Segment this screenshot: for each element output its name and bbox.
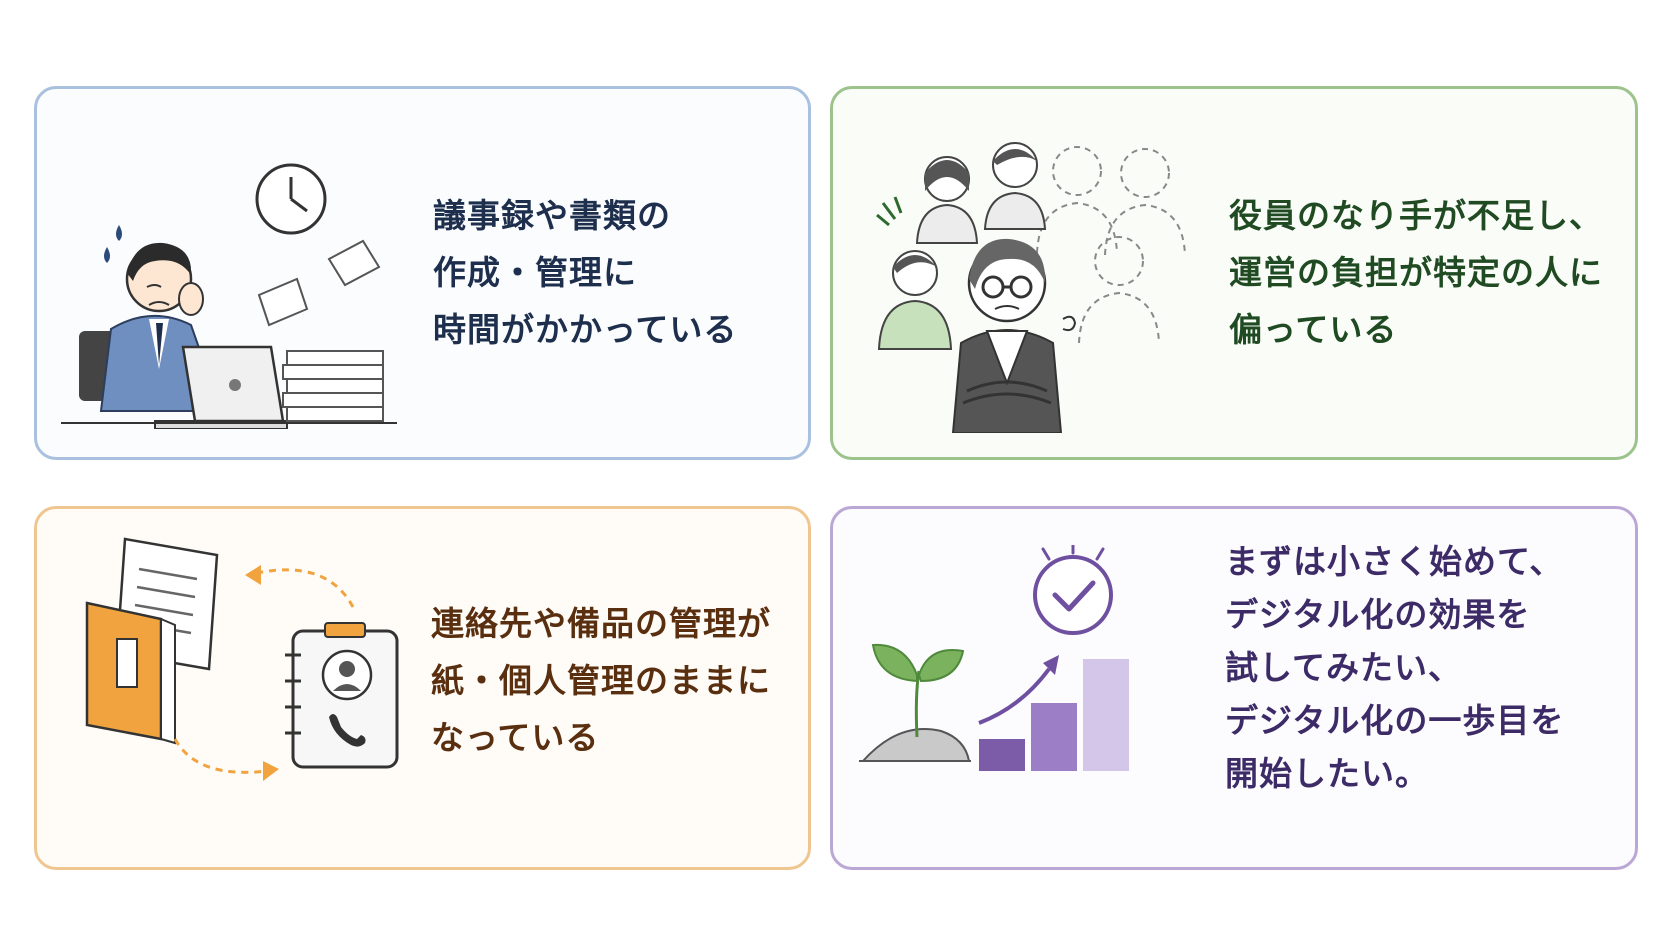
card-text-line: 試してみたい、 xyxy=(1225,648,1463,687)
card-text-line: デジタル化の一歩目を xyxy=(1225,701,1565,740)
card-text-line: デジタル化の効果を xyxy=(1225,595,1531,634)
paper-to-digital-contacts-icon xyxy=(85,537,399,781)
card-start-small: まずは小さく始めて、 デジタル化の効果を 試してみたい、 デジタル化の一歩目を … xyxy=(830,506,1638,870)
card-text: まずは小さく始めて、 デジタル化の効果を 試してみたい、 デジタル化の一歩目を … xyxy=(1225,535,1564,800)
card-officer-shortage: 役員のなり手が不足し、 運営の負担が特定の人に 偏っている xyxy=(830,86,1638,460)
card-text-line: 連絡先や備品の管理が xyxy=(431,604,771,643)
card-text-line: 役員のなり手が不足し、 xyxy=(1229,196,1603,235)
card-text-line: 開始したい。 xyxy=(1225,754,1429,793)
card-text-line: まずは小さく始めて、 xyxy=(1225,542,1564,581)
card-text-line: 作成・管理に xyxy=(433,253,637,292)
card-text: 役員のなり手が不足し、 運営の負担が特定の人に 偏っている xyxy=(1229,187,1603,358)
card-paper-management: 連絡先や備品の管理が 紙・個人管理のままに なっている xyxy=(34,506,811,870)
card-text-line: 紙・個人管理のままに xyxy=(431,661,771,700)
card-text-line: なっている xyxy=(431,718,600,757)
card-text: 連絡先や備品の管理が 紙・個人管理のままに なっている xyxy=(431,595,771,766)
sprout-growth-check-icon xyxy=(859,545,1129,771)
card-text-line: 議事録や書類の xyxy=(433,196,671,235)
card-text-line: 時間がかかっている xyxy=(433,310,738,349)
stressed-office-worker-icon xyxy=(61,163,397,429)
worried-board-member-icon xyxy=(876,142,1186,433)
card-text: 議事録や書類の 作成・管理に 時間がかかっている xyxy=(433,187,737,358)
card-document-burden: 議事録や書類の 作成・管理に 時間がかかっている xyxy=(34,86,811,460)
card-text-line: 偏っている xyxy=(1229,310,1398,349)
card-text-line: 運営の負担が特定の人に xyxy=(1229,253,1603,292)
